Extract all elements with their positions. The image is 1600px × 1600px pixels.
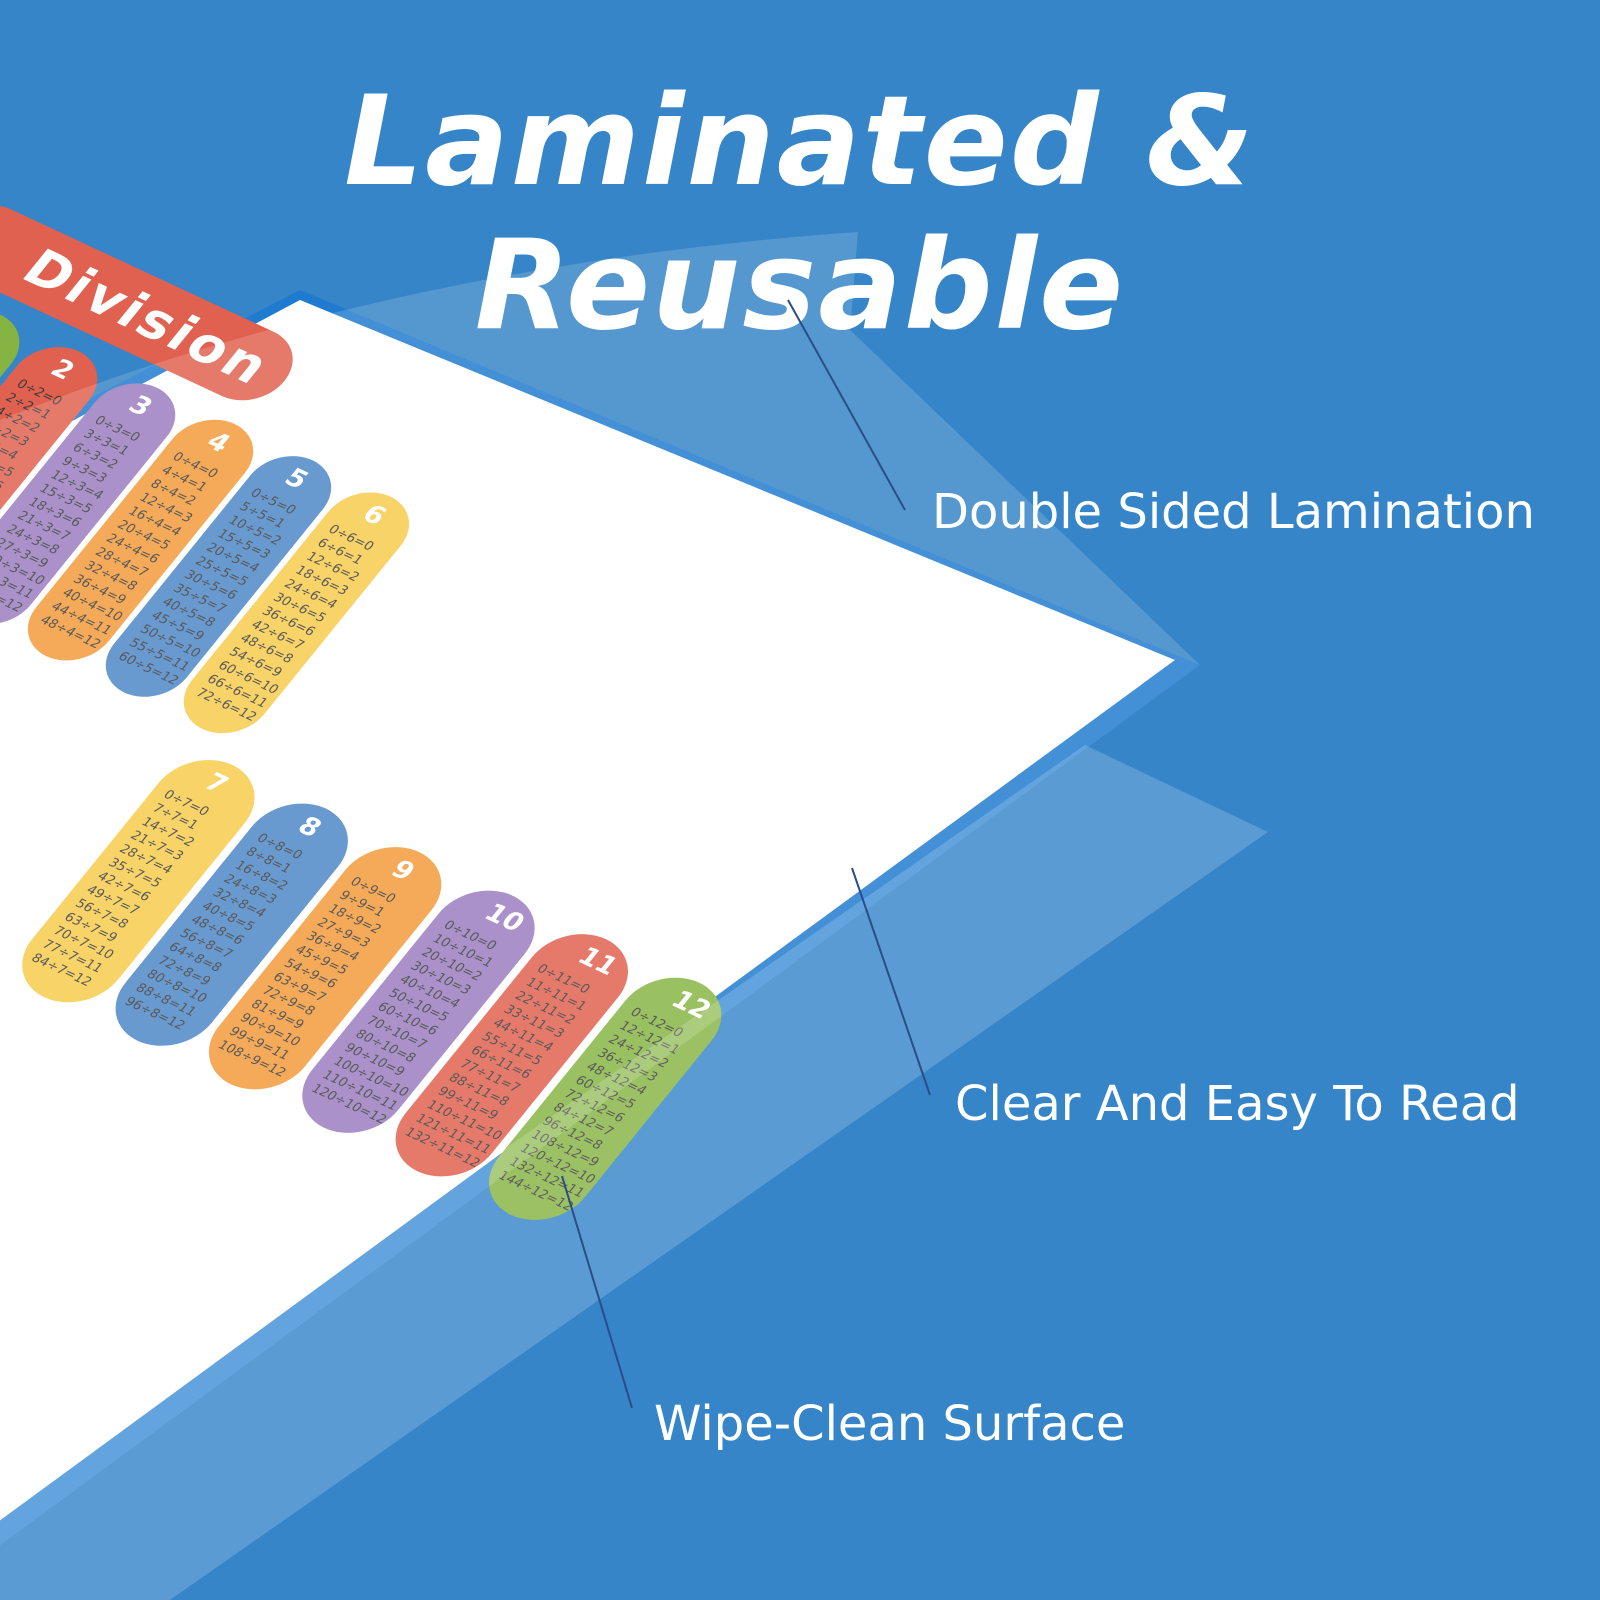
lamination-film-bottom [0,745,1268,1600]
lamination-film-top [0,232,1200,1546]
division-columns-upper: 10÷1=01÷1=12÷1=23÷1=34÷1=45÷1=56÷1=67÷1=… [0,310,410,734]
table-column-shape [208,847,442,1090]
table-column-shape [488,977,722,1220]
table-column-7: 70÷7=07÷7=114÷7=221÷7=328÷7=435÷7=542÷7=… [22,760,255,1003]
table-column-5: 50÷5=05÷5=110÷5=215÷5=320÷5=425÷5=530÷5=… [105,456,332,697]
leader-line-wipe [561,1175,633,1409]
callout-double-sided-lamination: Double Sided Lamination [932,484,1535,540]
table-column-shape [105,456,332,697]
table-column-11: 110÷11=011÷11=122÷11=233÷11=344÷11=455÷1… [395,934,628,1177]
table-column-8: 80÷8=08÷8=116÷8=224÷8=332÷8=440÷8=548÷8=… [115,803,348,1046]
table-column-shape [27,419,254,661]
table-column-2: 20÷2=02÷2=14÷2=26÷2=38÷2=410÷2=512÷2=614… [0,347,98,588]
division-columns-lower: 70÷7=07÷7=114÷7=221÷7=328÷7=435÷7=542÷7=… [22,760,722,1220]
callout-wipe-clean-surface: Wipe-Clean Surface [654,1396,1126,1452]
table-column-6: 60÷6=06÷6=112÷6=218÷6=324÷6=430÷6=536÷6=… [183,492,410,734]
callout-clear-easy-read: Clear And Easy To Read [955,1076,1520,1132]
table-column-12: 120÷12=012÷12=124÷12=236÷12=348÷12=460÷1… [488,977,722,1220]
leader-line-readable [851,867,931,1096]
table-column-shape [0,347,98,588]
headline: Laminated & Reusable [344,70,1256,358]
table-column-shape [0,383,176,625]
table-column-1: 10÷1=01÷1=12÷1=23÷1=34÷1=45÷1=56÷1=67÷1=… [0,310,20,552]
table-column-9: 90÷9=09÷9=118÷9=227÷9=336÷9=445÷9=554÷9=… [208,847,442,1090]
table-column-3: 30÷3=03÷3=16÷3=29÷3=312÷3=415÷3=518÷3=62… [0,383,176,625]
leader-line-lamination [787,299,906,511]
table-column-shape [395,934,628,1177]
table-column-shape [115,803,348,1046]
division-banner-shape [0,205,293,401]
table-column-shape [183,492,410,734]
table-column-10: 100÷10=010÷10=120÷10=230÷10=340÷10=450÷1… [302,890,535,1133]
table-column-4: 40÷4=04÷4=18÷4=212÷4=316÷4=420÷4=524÷4=6… [27,419,254,661]
table-column-shape [302,890,535,1133]
poster-content: Division 10÷1=01÷1=12÷1=23÷1=34÷1=45÷1=5… [0,205,722,1220]
table-column-shape [22,760,255,1003]
